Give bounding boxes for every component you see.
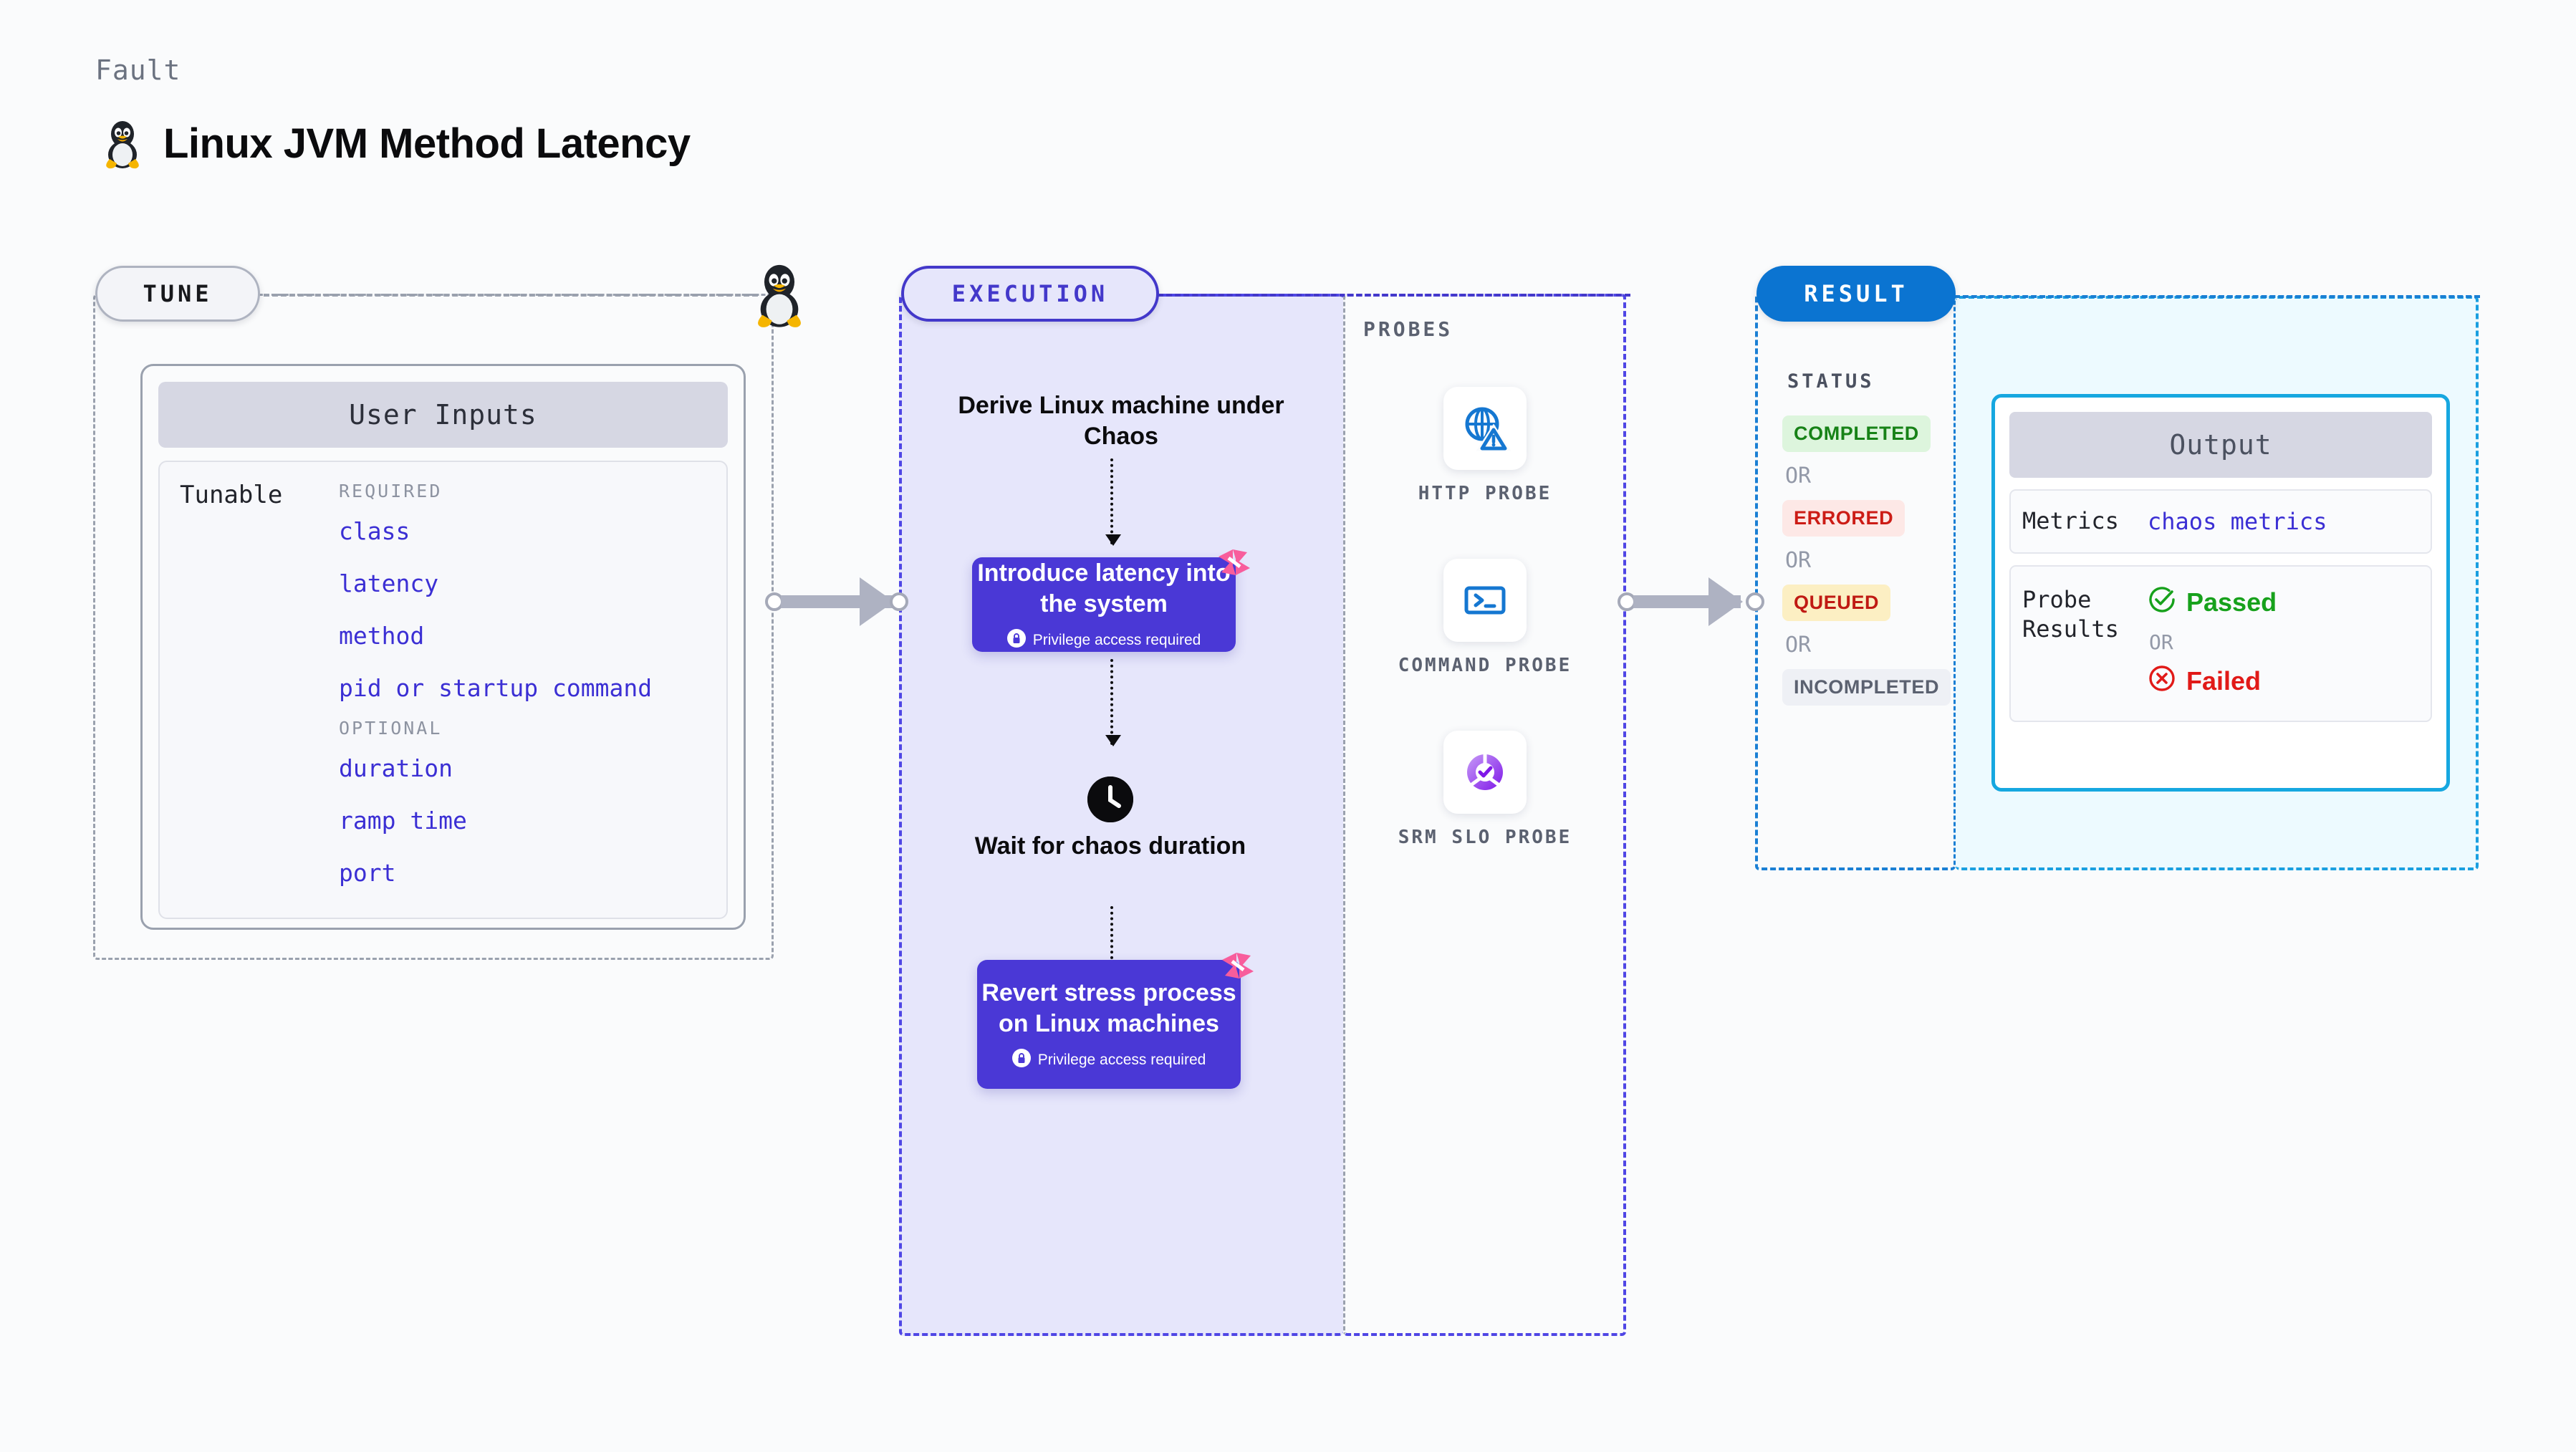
- output-metrics-value[interactable]: chaos metrics: [2148, 507, 2327, 535]
- chaos-badge-icon: [1214, 542, 1254, 582]
- execution-step-derive-text: Derive Linux machine under Chaos: [958, 392, 1284, 450]
- page-title-text: Linux JVM Method Latency: [163, 120, 691, 167]
- probe-http-caption: HTTP PROBE: [1418, 483, 1552, 504]
- output-row-metrics: Metrics chaos metrics: [2009, 489, 2432, 554]
- status-or-1: OR: [1785, 463, 1812, 489]
- status-or-2: OR: [1785, 548, 1812, 573]
- result-header-dashline: [1954, 295, 2480, 298]
- tunable-group-optional-title: OPTIONAL: [339, 718, 443, 739]
- fault-kicker: Fault: [95, 54, 181, 86]
- check-circle-icon: [2148, 585, 2176, 620]
- status-badge-errored: ERRORED: [1782, 500, 1905, 537]
- probe-http[interactable]: HTTP PROBE: [1395, 387, 1575, 506]
- probe-result-passed-label: Passed: [2186, 587, 2277, 617]
- output-row-probe-results: Probe Results Passed OR: [2009, 564, 2432, 722]
- linux-penguin-icon-marker: [749, 256, 810, 332]
- status-badge-incompleted: INCOMPLETED: [1782, 669, 1951, 706]
- terminal-icon: [1443, 559, 1527, 642]
- probe-results-values: Passed OR Failed: [2148, 585, 2277, 699]
- output-probe-results-label: Probe Results: [2022, 585, 2119, 643]
- privilege-note-2-text: Privilege access required: [1037, 1051, 1206, 1068]
- execution-arrow-2: [1105, 659, 1121, 746]
- tunable-item-duration[interactable]: duration: [339, 754, 453, 782]
- tunable-group-required-title: REQUIRED: [339, 481, 443, 501]
- connector-dot-right: [890, 592, 908, 611]
- probe-command-caption: COMMAND PROBE: [1398, 655, 1572, 676]
- probe-result-failed-label: Failed: [2186, 666, 2262, 696]
- probe-srm-slo-caption: SRM SLO PROBE: [1398, 827, 1572, 848]
- tunable-item-method[interactable]: method: [339, 622, 425, 650]
- output-metrics-label: Metrics: [2022, 507, 2119, 534]
- tunable-item-class[interactable]: class: [339, 517, 410, 545]
- tunable-item-ramp-time[interactable]: ramp time: [339, 807, 467, 835]
- globe-warning-icon: [1443, 387, 1527, 470]
- probe-command[interactable]: COMMAND PROBE: [1395, 559, 1575, 678]
- status-badge-queued: QUEUED: [1782, 585, 1891, 621]
- probe-result-passed: Passed: [2148, 585, 2277, 620]
- tune-pill[interactable]: TUNE: [95, 266, 260, 322]
- tunable-label: Tunable: [180, 481, 283, 509]
- user-inputs-title: User Inputs: [158, 382, 728, 448]
- execution-box-introduce-latency[interactable]: Introduce latency into the system Privil…: [972, 557, 1236, 652]
- result-panel: [1755, 294, 1956, 870]
- output-title: Output: [2009, 412, 2432, 478]
- tunable-item-pid-or-startup-command[interactable]: pid or startup command: [339, 674, 653, 702]
- status-title: STATUS: [1787, 370, 1875, 393]
- probe-srm-slo[interactable]: SRM SLO PROBE: [1395, 731, 1575, 850]
- tunable-list: REQUIRED class latency method pid or sta…: [339, 481, 726, 918]
- tunable-box: Tunable REQUIRED class latency method pi…: [158, 461, 728, 919]
- privilege-note-2: Privilege access required: [1011, 1049, 1206, 1071]
- execution-box-introduce-latency-title: Introduce latency into the system: [977, 559, 1231, 617]
- user-inputs-card: User Inputs Tunable REQUIRED class laten…: [140, 364, 746, 930]
- clock-icon: [1087, 777, 1133, 822]
- linux-penguin-icon: [100, 115, 145, 173]
- lock-icon: [1011, 1049, 1031, 1071]
- connector-arrowhead-2: [1708, 577, 1743, 626]
- x-circle-icon: [2148, 664, 2176, 699]
- execution-header-dashline: [1158, 294, 1630, 297]
- status-or-3: OR: [1785, 633, 1812, 658]
- execution-box-revert-stress-title: Revert stress process on Linux machines: [981, 979, 1236, 1037]
- slo-donut-check-icon: [1443, 731, 1527, 814]
- execution-step-wait-text: Wait for chaos duration: [974, 832, 1246, 860]
- connector-dot-right-2: [1746, 592, 1764, 611]
- tunable-item-latency[interactable]: latency: [339, 569, 439, 597]
- probe-result-failed: Failed: [2148, 664, 2277, 699]
- execution-pill[interactable]: EXECUTION: [901, 266, 1159, 322]
- tunable-item-port[interactable]: port: [339, 859, 396, 887]
- tune-header-dashline: [264, 294, 758, 297]
- page-title: Linux JVM Method Latency: [100, 115, 691, 173]
- status-list: COMPLETED OR ERRORED OR QUEUED OR INCOMP…: [1782, 415, 1954, 706]
- privilege-note: Privilege access required: [1006, 629, 1201, 651]
- connector-arrowhead: [860, 577, 894, 626]
- privilege-note-text: Privilege access required: [1032, 631, 1201, 648]
- execution-box-revert-stress[interactable]: Revert stress process on Linux machines …: [977, 960, 1241, 1089]
- probe-result-or: OR: [2149, 630, 2173, 654]
- lock-icon: [1006, 629, 1026, 651]
- probes-title: PROBES: [1363, 317, 1453, 341]
- result-pill[interactable]: RESULT: [1756, 266, 1956, 322]
- output-card: Output Metrics chaos metrics Probe Resul…: [1991, 394, 2450, 792]
- execution-arrow-1: [1105, 458, 1121, 546]
- status-badge-completed: COMPLETED: [1782, 415, 1931, 452]
- chaos-badge-icon-2: [1218, 946, 1258, 986]
